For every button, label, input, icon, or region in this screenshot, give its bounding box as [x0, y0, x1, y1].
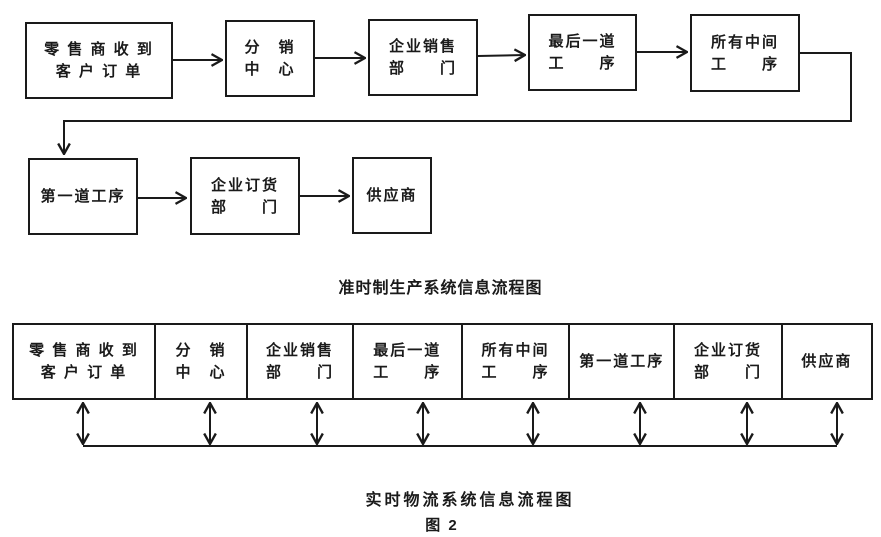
box-text-line: 工 序 — [710, 55, 779, 73]
cell-text-line: 工 序 — [373, 364, 442, 381]
cell-text-line: 零 售 商 收 到 — [29, 342, 139, 359]
jit-box-distribution: 分 销 中 心 — [225, 20, 315, 97]
box-text-line: 供应商 — [366, 187, 418, 204]
box-text-line: 工 序 — [548, 55, 617, 72]
realtime-diagram-caption: 实时物流系统信息流程图 — [365, 492, 575, 509]
box-text-line: 部 门 — [210, 198, 279, 216]
cell-text-line: 第一道工序 — [579, 353, 665, 370]
box-text-line: 分 销 — [244, 39, 296, 56]
jit-box-first-process: 第一道工序 — [28, 158, 138, 235]
box-text-line: 零 售 商 收 到 — [44, 41, 154, 58]
cell-text-line: 分 销 — [175, 342, 227, 359]
jit-box-sales: 企业销售 部 门 — [368, 19, 478, 96]
cell-text-line: 供应商 — [801, 353, 853, 370]
realtime-cell-last-process: 最后一道 工 序 — [351, 325, 461, 398]
cell-text-line: 企业销售 — [265, 342, 334, 359]
box-text-line: 中 心 — [244, 61, 296, 78]
jit-box-retailer: 零 售 商 收 到 客 户 订 单 — [25, 22, 173, 99]
cell-text-line: 部 门 — [694, 364, 763, 381]
cell-text-line: 工 序 — [481, 364, 550, 381]
jit-box-last-process: 最后一道 工 序 — [528, 14, 637, 91]
cell-text-line: 所有中间 — [481, 342, 550, 359]
box-text-line: 最后一道 — [548, 33, 617, 50]
realtime-cell-ordering: 企业订货 部 门 — [673, 325, 781, 398]
box-text-line: 客 户 订 单 — [55, 63, 143, 80]
jit-box-supplier: 供应商 — [352, 157, 432, 234]
jit-box-intermediate: 所有中间 工 序 — [690, 14, 800, 92]
box-text-line: 第一道工序 — [40, 188, 126, 205]
box-text-line: 企业销售 — [388, 38, 457, 55]
realtime-cell-intermediate: 所有中间 工 序 — [460, 325, 569, 398]
arrow-intermediate-to-first-process — [64, 52, 852, 154]
realtime-cell-sales: 企业销售 部 门 — [246, 325, 352, 398]
cell-text-line: 企业订货 — [694, 342, 763, 359]
realtime-table: 零 售 商 收 到 客 户 订 单 分 销 中 心 企业销售 部 门 最后一道 … — [12, 323, 873, 400]
cell-text-line: 最后一道 — [373, 342, 442, 359]
realtime-cell-first-process: 第一道工序 — [568, 325, 673, 398]
figure-number-label: 图 2 — [425, 517, 459, 534]
realtime-cell-supplier: 供应商 — [780, 325, 871, 398]
cell-text-line: 部 门 — [265, 364, 334, 381]
jit-diagram-caption: 准时制生产系统信息流程图 — [338, 280, 543, 297]
box-text-line: 所有中间 — [710, 33, 779, 51]
cell-text-line: 客 户 订 单 — [40, 364, 128, 381]
jit-box-ordering: 企业订货 部 门 — [190, 157, 300, 235]
cell-text-line: 中 心 — [175, 364, 227, 381]
arrow-sales-to-last-process — [477, 55, 525, 56]
realtime-cell-distribution: 分 销 中 心 — [154, 325, 246, 398]
realtime-cell-retailer: 零 售 商 收 到 客 户 订 单 — [14, 325, 154, 398]
box-text-line: 部 门 — [388, 60, 457, 77]
box-text-line: 企业订货 — [210, 176, 279, 194]
